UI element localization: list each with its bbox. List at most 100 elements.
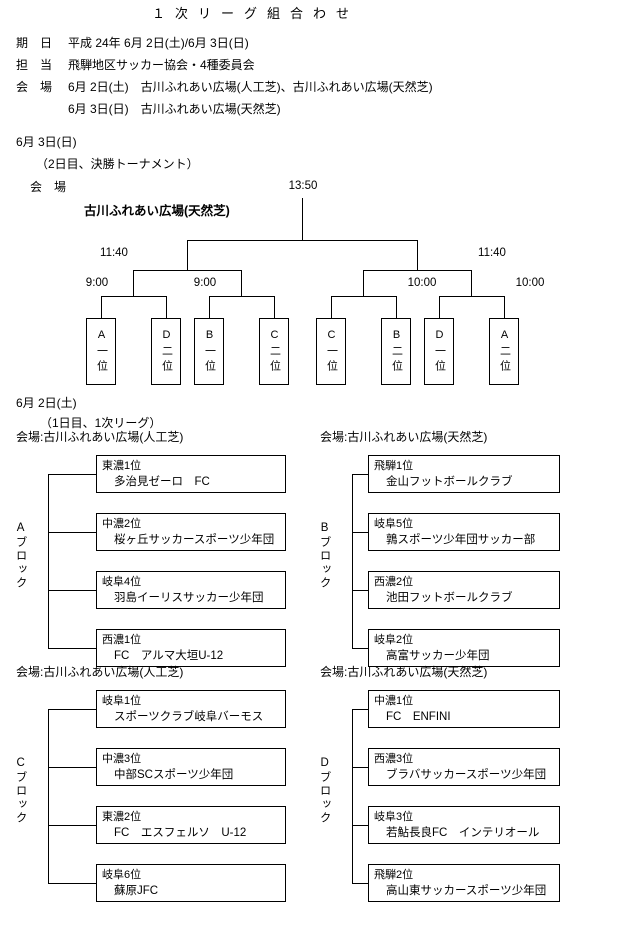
meta-date-label: 期 日 [16, 36, 53, 50]
quarterfinal-time-4: 10:00 [515, 277, 545, 289]
quarterfinal-time-1: 9:00 [85, 277, 109, 289]
block-b-label: Bブロック [318, 522, 331, 590]
bracket-slot: A二位 [489, 318, 519, 385]
team-seed: 岐阜1位 [102, 695, 142, 707]
team-name: FC アルマ大垣U-12 [114, 650, 224, 662]
bracket-slot7-stub [439, 296, 440, 318]
block-d-connector [352, 709, 368, 710]
block-d-connector [352, 825, 368, 826]
block-b-spine [352, 474, 353, 649]
bracket-slot: A一位 [86, 318, 116, 385]
meta-staff-value: 飛騨地区サッカー協会・4種委員会 [68, 58, 255, 72]
block-a-connector [48, 474, 96, 475]
block-a-connector [48, 532, 96, 533]
team-box: 西濃3位 ブラバサッカースポーツ少年団 [368, 748, 560, 786]
bracket-qf4-stub [471, 270, 472, 297]
team-name: 高富サッカー少年団 [386, 650, 490, 662]
team-name: 蘇原JFC [114, 885, 159, 897]
team-seed: 飛騨1位 [374, 460, 414, 472]
block-c-connector [48, 709, 96, 710]
block-d-spine [352, 709, 353, 884]
semifinal-time-right: 11:40 [478, 247, 506, 259]
team-name: 池田フットボールクラブ [386, 592, 513, 604]
team-name: 鶉スポーツ少年団サッカー部 [386, 534, 536, 546]
meta-venue-line1: 6月 2日(土) 古川ふれあい広場(人工芝)、古川ふれあい広場(天然芝) [68, 80, 433, 94]
team-name: ブラバサッカースポーツ少年団 [386, 769, 547, 781]
team-seed: 中濃3位 [102, 753, 142, 765]
semifinal-time-left: 11:40 [100, 247, 128, 259]
bracket-slot-label: C二位 [268, 328, 281, 375]
page-title: １次リーグ組合わせ [152, 6, 360, 21]
team-name: 金山フットボールクラブ [386, 476, 513, 488]
block-d-connector [352, 767, 368, 768]
bracket-slot: D二位 [151, 318, 181, 385]
block-b-connector [352, 474, 368, 475]
bracket-slot: C一位 [316, 318, 346, 385]
team-box: 西濃2位 池田フットボールクラブ [368, 571, 560, 609]
bracket-qf1-stub [133, 270, 134, 297]
team-box: 中濃2位 桜ヶ丘サッカースポーツ少年団 [96, 513, 286, 551]
bracket-slot4-stub [274, 296, 275, 318]
league-subheading: （1日目、1次リーグ） [40, 416, 162, 430]
team-seed: 岐阜5位 [374, 518, 414, 530]
quarterfinal-time-3: 10:00 [407, 277, 437, 289]
bracket-qf2-line [209, 296, 275, 297]
team-name: 多治見ゼーロ FC [114, 476, 210, 488]
team-seed: 岐阜3位 [374, 811, 414, 823]
team-box: 中濃1位 FC ENFINI [368, 690, 560, 728]
bracket-slot: B二位 [381, 318, 411, 385]
bracket-slot-label: B一位 [203, 328, 216, 375]
team-box: 岐阜2位 高富サッカー少年団 [368, 629, 560, 667]
meta-venue-line2: 6月 3日(日) 古川ふれあい広場(天然芝) [68, 102, 281, 116]
team-box: 東濃1位 多治見ゼーロ FC [96, 455, 286, 493]
team-seed: 岐阜4位 [102, 576, 142, 588]
team-seed: 岐阜6位 [102, 869, 142, 881]
finals-venue-name: 古川ふれあい広場(天然芝) [84, 204, 230, 218]
team-box: 岐阜6位 蘇原JFC [96, 864, 286, 902]
bracket-slot-label: D一位 [433, 328, 446, 375]
bracket-sf1-line [133, 270, 242, 271]
bracket-slot-label: C一位 [325, 328, 338, 375]
bracket-sf2-line [363, 270, 472, 271]
bracket-slot3-stub [209, 296, 210, 318]
block-a-venue: 会場:古川ふれあい広場(人工芝) [16, 430, 184, 444]
block-d-label: Dブロック [318, 757, 331, 825]
block-a-connector [48, 648, 96, 649]
team-box: 岐阜5位 鶉スポーツ少年団サッカー部 [368, 513, 560, 551]
block-b-connector [352, 648, 368, 649]
team-box: 西濃1位 FC アルマ大垣U-12 [96, 629, 286, 667]
team-seed: 西濃1位 [102, 634, 142, 646]
block-b-connector [352, 590, 368, 591]
team-name: 羽島イーリスサッカー少年団 [114, 592, 264, 604]
quarterfinal-time-2: 9:00 [193, 277, 217, 289]
team-seed: 中濃1位 [374, 695, 414, 707]
team-seed: 東濃2位 [102, 811, 142, 823]
bracket-qf2-stub [241, 270, 242, 297]
block-c-connector [48, 825, 96, 826]
block-c-label: Cブロック [14, 757, 27, 825]
block-a-connector [48, 590, 96, 591]
bracket-slot5-stub [331, 296, 332, 318]
bracket-qf3-stub [363, 270, 364, 297]
meta-venue-label: 会 場 [16, 80, 53, 94]
bracket-slot-label: B二位 [390, 328, 403, 375]
block-a-spine [48, 474, 49, 649]
bracket-slot1-stub [101, 296, 102, 318]
block-d-venue: 会場:古川ふれあい広場(天然芝) [320, 665, 488, 679]
bracket-final-line [187, 240, 418, 241]
team-name: 高山東サッカースポーツ少年団 [386, 885, 547, 897]
block-c-spine [48, 709, 49, 884]
team-name: スポーツクラブ岐阜バーモス [114, 711, 264, 723]
team-seed: 西濃2位 [374, 576, 414, 588]
finals-subheading: （2日目、決勝トーナメント） [36, 157, 199, 171]
team-seed: 飛騨2位 [374, 869, 414, 881]
final-match-time: 13:50 [288, 180, 318, 192]
team-seed: 岐阜2位 [374, 634, 414, 646]
team-box: 飛騨1位 金山フットボールクラブ [368, 455, 560, 493]
block-b-venue: 会場:古川ふれあい広場(天然芝) [320, 430, 488, 444]
bracket-slot2-stub [166, 296, 167, 318]
block-c-connector [48, 767, 96, 768]
team-box: 岐阜1位 スポーツクラブ岐阜バーモス [96, 690, 286, 728]
bracket-slot: C二位 [259, 318, 289, 385]
